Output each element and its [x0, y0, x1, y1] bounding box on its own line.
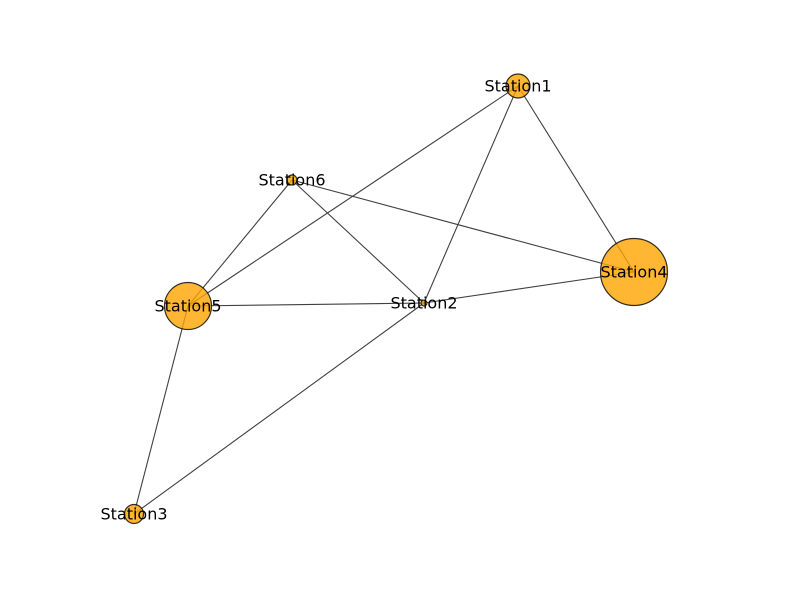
node-label-station3: Station3: [100, 505, 167, 524]
node-station4: [599, 237, 669, 307]
node-label-station1: Station1: [484, 77, 551, 96]
node-station2: [420, 299, 428, 307]
edge-station2-station4: [423, 271, 635, 304]
node-label-station2: Station2: [390, 294, 457, 313]
edge-station5-station6: [187, 179, 293, 307]
node-label-station4: Station4: [600, 263, 667, 282]
node-station5: [163, 281, 213, 331]
edge-station1-station2: [423, 85, 519, 304]
node-label-station6: Station6: [258, 171, 325, 190]
edge-station2-station3: [133, 302, 425, 515]
node-station3: [123, 503, 145, 525]
edge-station2-station5: [187, 302, 425, 307]
edge-station2-station6: [291, 179, 425, 304]
edge-station3-station5: [133, 305, 189, 515]
edge-station4-station6: [291, 179, 635, 273]
node-label-station5: Station5: [154, 297, 221, 316]
node-station1: [505, 73, 531, 99]
node-station6: [286, 174, 298, 186]
edge-station1-station4: [517, 85, 635, 273]
